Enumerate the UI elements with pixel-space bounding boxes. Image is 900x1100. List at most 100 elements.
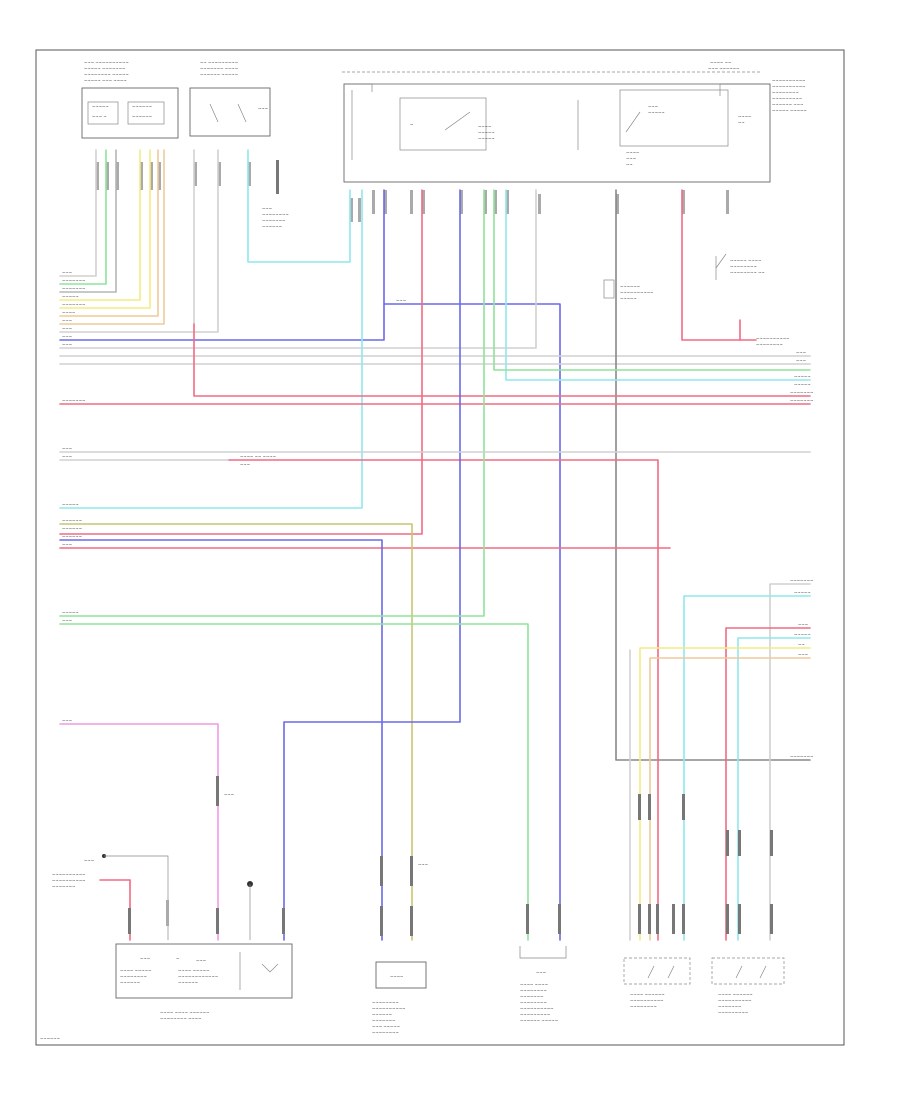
svg-text:~~~~~~~~: ~~~~~~~~	[262, 212, 289, 217]
svg-text:~~~~ ~~~~~: ~~~~ ~~~~~	[178, 968, 209, 973]
inertia-switch: ~~~~~ ~~~~ ~~~~~~~~ ~~~~~~~~ ~~ ~~~~~~~~…	[715, 253, 790, 347]
svg-text:~~~~~~~: ~~~~~~~	[520, 994, 543, 999]
svg-text:~~~~~: ~~~~~	[648, 110, 665, 115]
svg-text:~~~: ~~~	[62, 326, 72, 331]
svg-text:~~~~: ~~~~	[390, 974, 403, 979]
svg-text:~~~: ~~~	[224, 792, 234, 797]
svg-text:~~~: ~~~	[262, 206, 272, 211]
svg-text:~~~~~~~~: ~~~~~~~~	[772, 90, 799, 95]
svg-text:~~~: ~~~	[240, 462, 250, 467]
instrument-cluster-block: ~~~ ~~~~~~~~~~ ~~~~~ ~~~~~~~ ~~~~~~~~ ~~…	[81, 60, 179, 139]
svg-text:~~~~~~~~: ~~~~~~~~	[372, 1030, 399, 1035]
svg-text:~~~~~~: ~~~~~~	[372, 1012, 392, 1017]
svg-text:~~~~~~~~ ~~~~: ~~~~~~~~ ~~~~	[160, 1016, 202, 1021]
left-wire-labels: ~~~ ~~~~~~~ ~~~~~~~ ~~~~~ ~~~~~~~ ~~~~ ~…	[62, 270, 406, 723]
svg-text:~~~ ~~~~~~~~~~: ~~~ ~~~~~~~~~~	[84, 60, 129, 65]
svg-text:~~~~~~~~~: ~~~~~~~~~	[772, 96, 802, 101]
rear-sensor-2: ~~~~ ~~~~~~ ~~~~~~~~~~ ~~~~~~~ ~~~~~~~~~	[711, 957, 785, 1015]
svg-text:~~~: ~~~	[798, 652, 808, 657]
svg-text:~: ~	[410, 122, 413, 127]
svg-text:~~~: ~~~	[62, 718, 72, 723]
svg-text:~~~~~~~~~~: ~~~~~~~~~~	[372, 1006, 406, 1011]
svg-text:~~~: ~~~	[626, 156, 636, 161]
svg-text:~~~~~~~~: ~~~~~~~~	[730, 264, 757, 269]
svg-text:~~~~~~~~: ~~~~~~~~	[630, 1004, 657, 1009]
svg-text:~~~~~~~~~~~~: ~~~~~~~~~~~~	[178, 974, 218, 979]
svg-text:~~~~~~: ~~~~~~	[262, 224, 282, 229]
svg-text:~~~~: ~~~~	[478, 124, 491, 129]
svg-text:~~~: ~~~	[648, 104, 658, 109]
svg-text:~~~: ~~~	[62, 542, 72, 547]
svg-text:~~: ~~	[798, 642, 805, 647]
svg-text:~~~~~~~: ~~~~~~~	[62, 302, 85, 307]
switch-block: ~~ ~~~~~~~~~ ~~~~~~~ ~~~~ ~~~~~~ ~~~~~ ~…	[189, 60, 271, 137]
svg-text:~~~: ~~~	[62, 318, 72, 323]
svg-text:~~~~~~~~~~: ~~~~~~~~~~	[772, 84, 806, 89]
svg-text:~~~: ~~~	[62, 454, 72, 459]
svg-text:~~~: ~~~	[62, 342, 72, 347]
svg-text:~~~~~~~~ ~~: ~~~~~~~~ ~~	[730, 270, 765, 275]
svg-text:~~~~~~~~: ~~~~~~~~	[120, 974, 147, 979]
svg-text:~~~: ~~~	[536, 970, 546, 975]
svg-text:~~~~~~~: ~~~~~~~	[790, 398, 813, 403]
right-wire-labels: ~~~ ~~~ ~~~~~ ~~~~~ ~~~~~~~ ~~~~~~~ ~~~~…	[790, 350, 813, 759]
svg-text:~~~~~~~: ~~~~~~~	[62, 278, 85, 283]
wire-green-runs	[59, 189, 811, 941]
svg-text:~~~: ~~~	[62, 270, 72, 275]
svg-text:~~~~ ~~~~~~: ~~~~ ~~~~~~	[630, 992, 665, 997]
svg-text:~~~~~~~~~~: ~~~~~~~~~~	[52, 872, 86, 877]
fuse-relay-box: ~ ~~~~ ~~~~~ ~~~~~ ~~~ ~~~~~ ~~~~ ~~ ~~~…	[342, 60, 807, 183]
svg-text:~~~~~~~: ~~~~~~~	[52, 884, 75, 889]
svg-text:~~: ~~	[626, 162, 633, 167]
svg-text:~~~ ~~~~~~: ~~~ ~~~~~~	[708, 66, 739, 71]
svg-text:~~~~~~~: ~~~~~~~	[790, 390, 813, 395]
svg-text:~~~~~~: ~~~~~~	[62, 534, 82, 539]
svg-text:~~~~~~~~: ~~~~~~~~	[520, 988, 547, 993]
svg-text:~~~~~: ~~~~~	[62, 502, 79, 507]
svg-text:~~~~~~~: ~~~~~~~	[372, 1018, 395, 1023]
svg-text:~~~~~~~~: ~~~~~~~~	[372, 1000, 399, 1005]
svg-text:~~~~~: ~~~~~	[794, 382, 811, 387]
svg-text:~~~~ ~~~~: ~~~~ ~~~~	[520, 982, 548, 987]
svg-text:~: ~	[176, 956, 179, 961]
svg-text:~~~~~~~: ~~~~~~~	[718, 1004, 741, 1009]
svg-text:~~~~~~ ~~~~~: ~~~~~~ ~~~~~	[200, 72, 238, 77]
page-marker: ~~~~~~	[40, 1036, 60, 1041]
wire-blue-short	[59, 189, 461, 941]
svg-text:~~~~~: ~~~~~	[92, 104, 109, 109]
bottom-pins: ~~~ ~~~	[128, 776, 773, 936]
rear-sensor-1: ~~~~ ~~~~~~ ~~~~~~~~~~ ~~~~~~~~	[623, 957, 691, 1009]
svg-text:~~~: ~~~	[796, 350, 806, 355]
svg-text:~~~: ~~~	[140, 956, 150, 961]
svg-text:~~~~~: ~~~~~	[620, 296, 637, 301]
svg-text:~~~~~~~~~~: ~~~~~~~~~~	[756, 336, 790, 341]
svg-text:~~~: ~~~	[196, 958, 206, 963]
svg-text:~~~~~ ~~~ ~~~~: ~~~~~ ~~~ ~~~~	[84, 78, 127, 83]
svg-text:~~~~: ~~~~	[626, 150, 639, 155]
svg-text:~~~ ~: ~~~ ~	[92, 114, 107, 119]
wire-pink	[59, 723, 219, 941]
svg-text:~~~~~~: ~~~~~~	[178, 980, 198, 985]
svg-text:~~~~~ ~~~~~: ~~~~~ ~~~~~	[772, 108, 807, 113]
evap-canister-vent: ~~~~ ~~~~~~~~ ~~~~~~~~~~ ~~~~~~ ~~~~~~~ …	[372, 961, 427, 1035]
svg-text:~~~~~: ~~~~~	[794, 590, 811, 595]
wire-cyan-runs	[59, 149, 811, 509]
svg-text:~~~~~: ~~~~~	[794, 374, 811, 379]
wire-bundle-left	[59, 149, 219, 333]
fuel-pump-relay-module: ~~~ ~~~~ ~~~~ ~~~~~~~~ ~~~~~~~ ~~~~~~~~ …	[519, 946, 567, 1023]
svg-text:~~~: ~~~	[258, 106, 268, 111]
svg-text:~~~~ ~~: ~~~~ ~~	[710, 60, 731, 65]
svg-text:~~~: ~~~	[62, 618, 72, 623]
svg-text:~~~~~~~~~: ~~~~~~~~~	[520, 1012, 550, 1017]
wire-right-sensors	[629, 583, 811, 941]
svg-text:~~~~~: ~~~~~	[478, 130, 495, 135]
svg-text:~~~~~~~: ~~~~~~~	[262, 218, 285, 223]
top-connector-pins: ~~~ ~~~~~~~~ ~~~~~~~ ~~~~~~	[96, 160, 729, 229]
svg-text:~~~~~: ~~~~~	[794, 632, 811, 637]
wire-red-runs	[59, 189, 811, 941]
svg-text:~~~~~~: ~~~~~~	[132, 104, 152, 109]
svg-text:~~~~~~: ~~~~~~	[132, 114, 152, 119]
wire-gray-left	[59, 451, 811, 461]
svg-text:~~~~~~~~~~: ~~~~~~~~~~	[772, 78, 806, 83]
